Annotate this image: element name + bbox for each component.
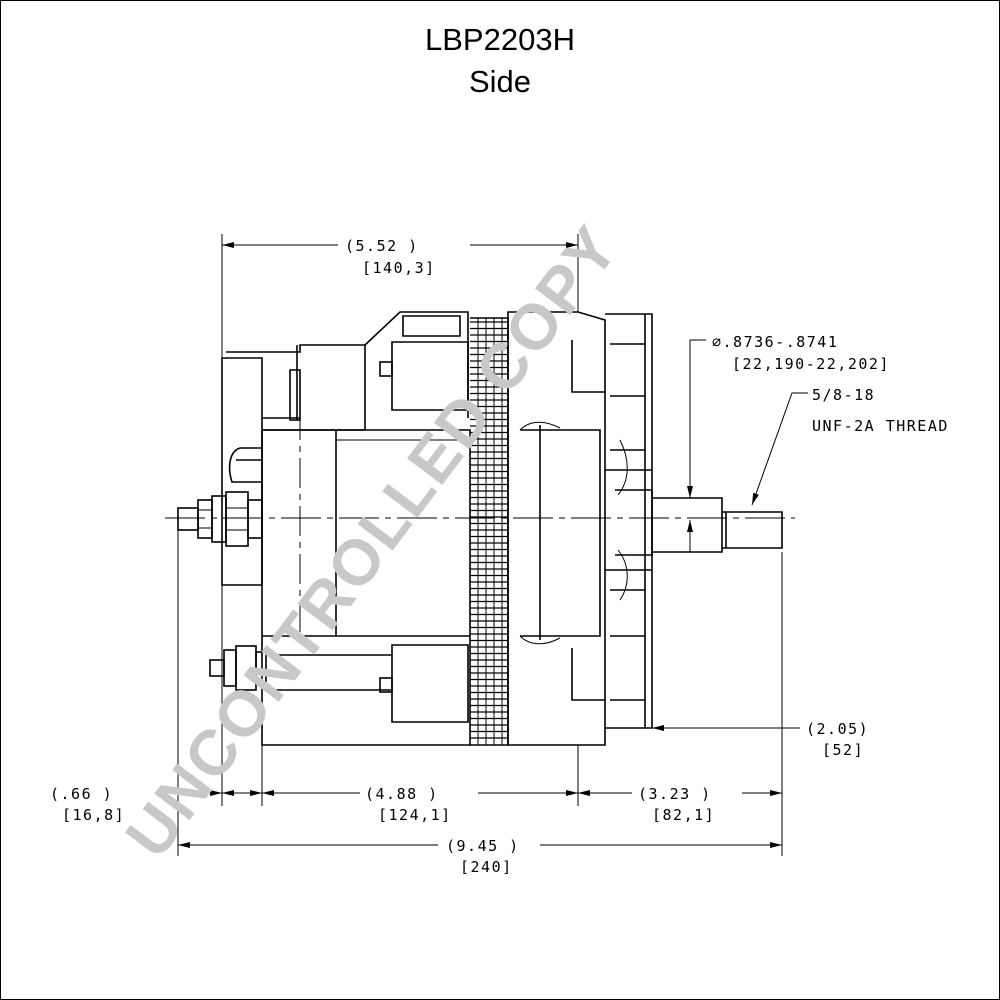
dim-shaft-length-mm: [52] bbox=[822, 741, 864, 759]
dim-overall-top-in: (5.52 ) bbox=[345, 237, 419, 255]
shaft bbox=[652, 497, 783, 553]
dim-terminal-mm: [16,8] bbox=[62, 806, 125, 824]
dim-shaft-diameter-in: ∅.8736-.8741 bbox=[712, 333, 838, 351]
dim-total-in: (9.45 ) bbox=[446, 837, 520, 855]
terminal-bolt-lower bbox=[209, 645, 267, 691]
dim-shaft-diameter-mm: [22,190-22,202] bbox=[732, 355, 890, 373]
center-lines bbox=[165, 410, 795, 640]
front-housing bbox=[507, 311, 606, 746]
pulley-fan bbox=[605, 313, 653, 729]
dim-thread-size: 5/8-18 bbox=[812, 386, 875, 404]
dim-front-mm: [82,1] bbox=[652, 806, 715, 824]
dim-terminal-in: (.66 ) bbox=[50, 785, 113, 803]
wire-harness bbox=[228, 447, 262, 483]
dim-front-in: (3.23 ) bbox=[638, 785, 712, 803]
dim-shaft-length-in: (2.05) bbox=[806, 720, 869, 738]
watermark-text: UNCONTROLLED COPY bbox=[112, 212, 633, 870]
drawing-title: LBP2203H bbox=[425, 22, 575, 57]
dim-total-mm: [240] bbox=[460, 858, 513, 876]
terminal-bolt-upper bbox=[177, 491, 263, 547]
drawing-subtitle: Side bbox=[468, 64, 532, 99]
dim-body-in: (4.88 ) bbox=[365, 785, 439, 803]
dim-thread-spec: UNF-2A THREAD bbox=[812, 417, 949, 435]
dim-body-mm: [124,1] bbox=[378, 806, 452, 824]
dim-overall-top-mm: [140,3] bbox=[362, 259, 436, 277]
stator-fins bbox=[470, 317, 509, 746]
dimension-lines bbox=[160, 234, 808, 856]
